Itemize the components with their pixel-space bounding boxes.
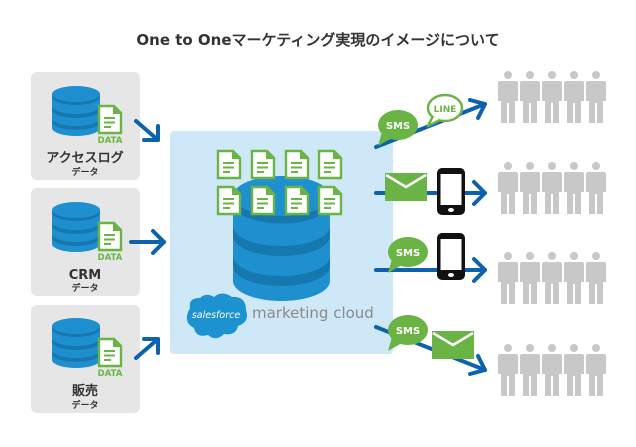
product-name: marketing cloud <box>252 304 374 322</box>
customer-group-icon <box>498 344 606 396</box>
arrow-icon <box>374 257 487 283</box>
smartphone-icon <box>437 233 465 280</box>
source-crm: DATA CRM データ <box>31 188 140 296</box>
smartphone-icon <box>437 168 465 215</box>
customer-group-icon <box>498 71 606 123</box>
source-sublabel: データ <box>71 399 98 411</box>
svg-text:LINE: LINE <box>434 105 457 115</box>
svg-text:SMS: SMS <box>396 326 420 337</box>
salesforce-logo: salesforce <box>186 293 247 339</box>
email-icon <box>430 329 476 361</box>
line-bubble-icon: LINE <box>426 93 464 128</box>
data-badge: DATA <box>98 136 123 146</box>
source-access-log: DATA アクセスログ データ <box>31 72 140 180</box>
svg-text:SMS: SMS <box>386 121 410 132</box>
document-icon <box>97 221 123 252</box>
document-icon <box>97 337 123 368</box>
page-title: One to Oneマーケティング実現のイメージについて <box>136 31 499 49</box>
source-sales: DATA 販売 データ <box>31 305 140 413</box>
source-sublabel: データ <box>71 282 98 294</box>
sms-bubble-icon: SMS <box>378 110 418 146</box>
source-label: アクセスログ <box>46 150 123 166</box>
customer-group-icon <box>498 252 606 304</box>
customer-group-icon <box>498 162 606 214</box>
arrow-icon <box>134 119 160 142</box>
source-label: CRM <box>69 268 102 283</box>
document-icon <box>97 104 123 135</box>
email-icon <box>383 171 429 203</box>
database-icon <box>233 176 330 301</box>
database-icon <box>52 202 100 252</box>
marketing-cloud-panel: salesforce marketing cloud <box>170 131 393 354</box>
data-badge: DATA <box>98 253 123 263</box>
database-icon <box>52 318 100 368</box>
sms-bubble-icon: SMS <box>388 315 428 351</box>
arrow-icon <box>134 337 160 360</box>
svg-text:SMS: SMS <box>396 248 420 259</box>
database-icon <box>52 86 100 136</box>
data-badge: DATA <box>98 369 123 379</box>
arrow-icon <box>129 229 166 255</box>
source-label: 販売 <box>72 383 98 399</box>
svg-text:salesforce: salesforce <box>192 310 240 321</box>
source-sublabel: データ <box>71 166 98 178</box>
sms-bubble-icon: SMS <box>388 237 428 273</box>
